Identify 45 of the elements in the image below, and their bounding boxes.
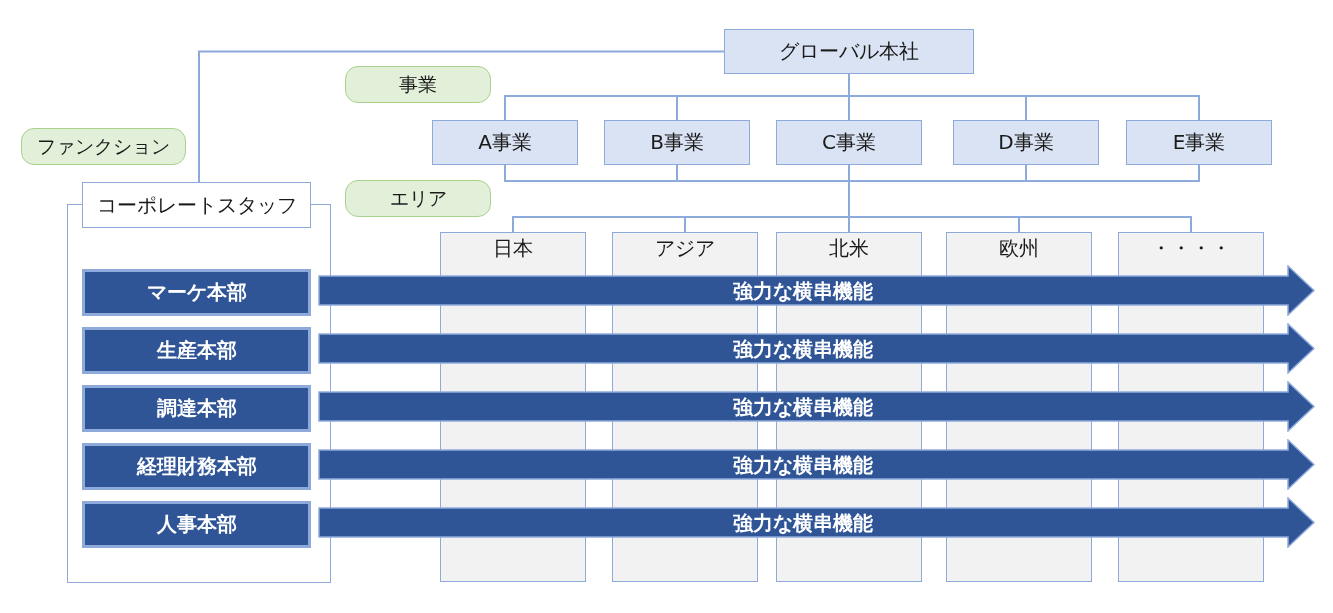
connector-line — [1025, 164, 1200, 182]
block-arrow — [318, 265, 1315, 316]
connector-line — [684, 216, 686, 233]
connector-line — [676, 180, 850, 182]
connector-line — [504, 95, 678, 121]
connector-line — [848, 216, 1020, 218]
connector-line — [684, 216, 850, 218]
block-arrow — [318, 381, 1315, 432]
connector-line — [504, 164, 678, 182]
org-box: B事業 — [604, 120, 750, 165]
category-tag: 事業 — [345, 66, 491, 103]
connector-line — [676, 164, 678, 182]
staff-frame — [67, 182, 331, 583]
block-arrow — [318, 497, 1315, 548]
connector-line — [848, 216, 850, 233]
block-arrow — [318, 323, 1315, 374]
org-box: グローバル本社 — [724, 29, 974, 74]
connector-line — [1018, 216, 1192, 233]
connector-line — [198, 50, 725, 183]
department-box: 経理財務本部 — [82, 443, 311, 490]
category-tag: エリア — [345, 180, 491, 217]
connector-line — [848, 164, 850, 182]
category-tag: ファンクション — [21, 128, 186, 165]
connector-line — [848, 73, 850, 97]
connector-line — [1025, 95, 1027, 121]
department-box: 生産本部 — [82, 327, 311, 374]
connector-line — [676, 95, 678, 121]
org-box: A事業 — [432, 120, 578, 165]
connector-line — [848, 95, 1027, 97]
connector-line — [1025, 164, 1027, 182]
department-box: 調達本部 — [82, 385, 311, 432]
connector-line — [676, 95, 850, 97]
section-heading: コーポレートスタッフ — [82, 182, 311, 228]
connector-line — [848, 180, 850, 218]
org-box: E事業 — [1126, 120, 1272, 165]
connector-line — [1025, 95, 1200, 121]
connector-line — [512, 216, 686, 233]
department-box: マーケ本部 — [82, 269, 311, 316]
block-arrow — [318, 439, 1315, 490]
org-box: D事業 — [953, 120, 1099, 165]
connector-line — [848, 95, 850, 121]
department-box: 人事本部 — [82, 501, 311, 548]
connector-line — [1018, 216, 1020, 233]
connector-line — [848, 180, 1027, 182]
org-box: C事業 — [776, 120, 922, 165]
